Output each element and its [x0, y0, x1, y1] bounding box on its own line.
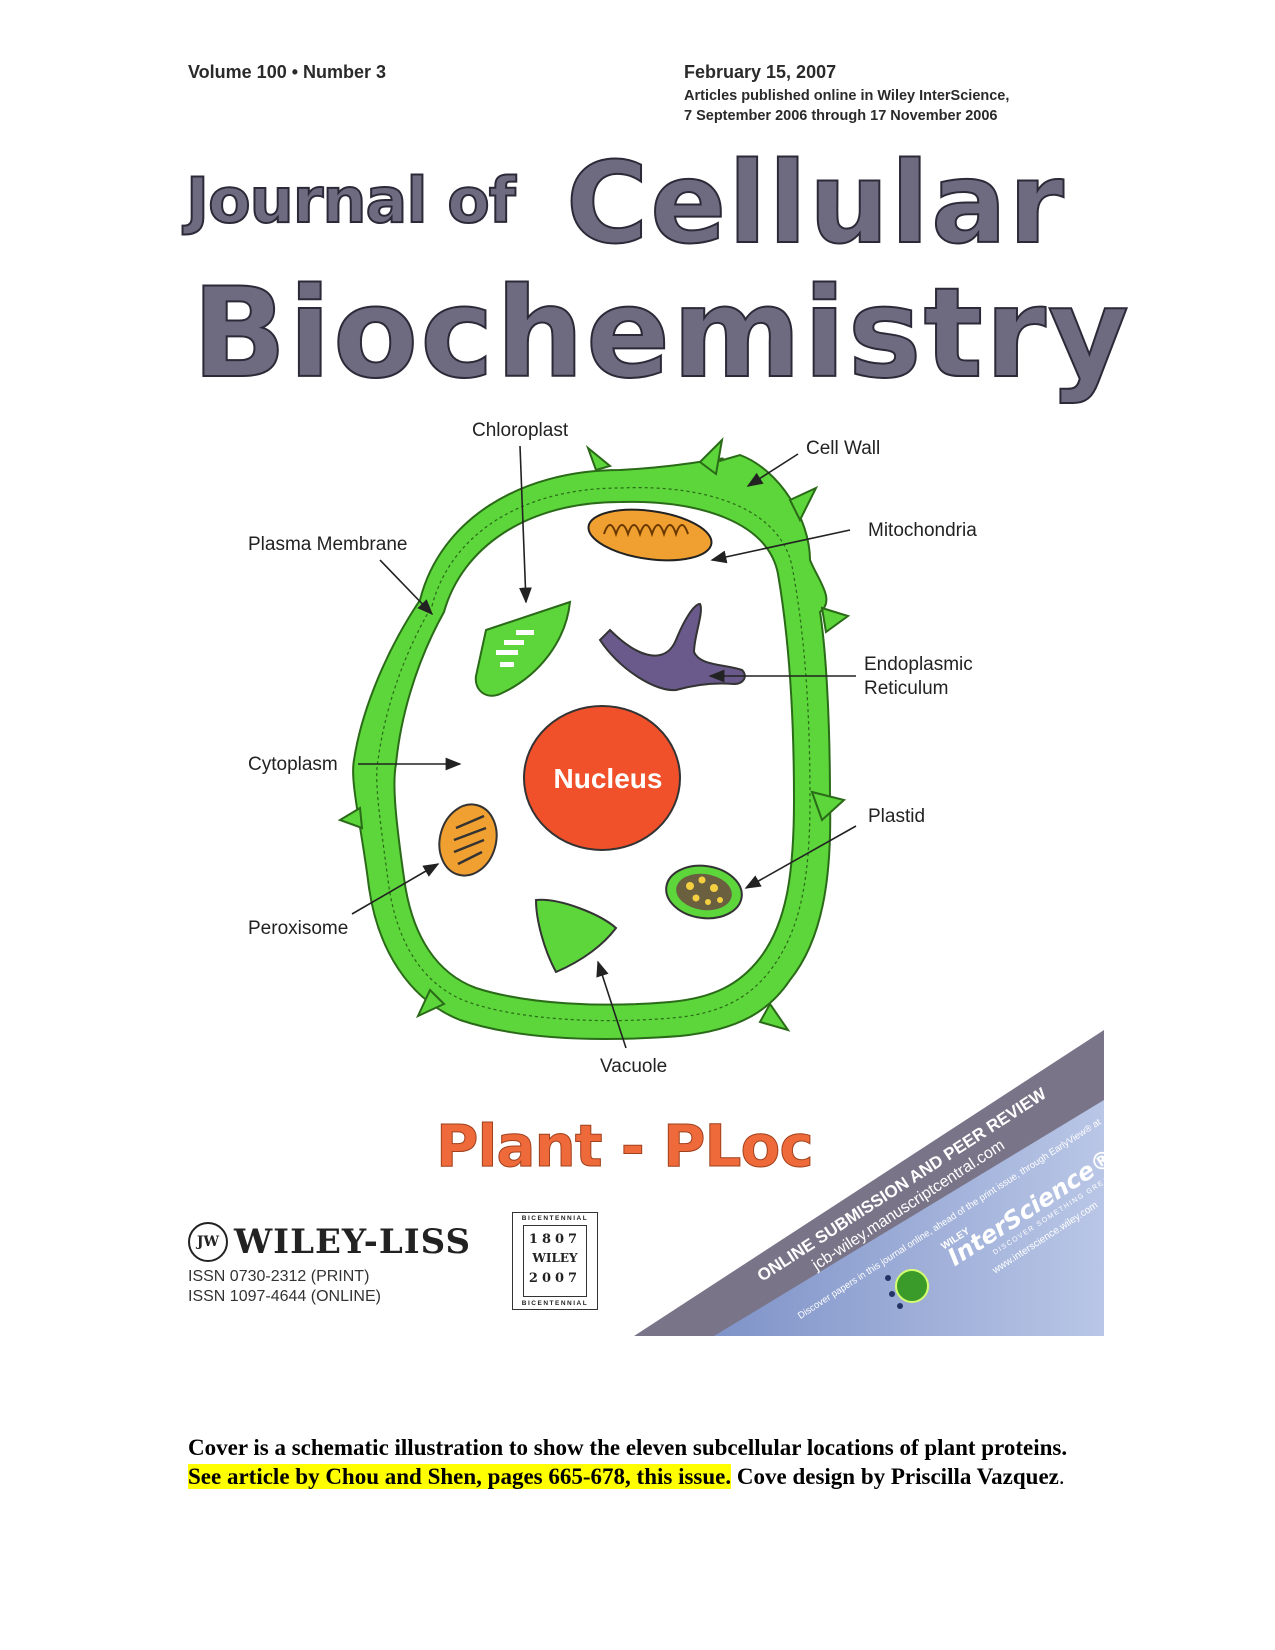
bicentennial-top: BICENTENNIAL [521, 1215, 589, 1222]
caption-period: . [1058, 1463, 1065, 1489]
bicentennial-wiley: WILEY [532, 1251, 578, 1265]
label-plasma-membrane: Plasma Membrane [248, 534, 407, 555]
label-er-line-1: Endoplasmic [864, 654, 973, 675]
mitochondria-shape [587, 508, 713, 562]
online-info-line-2: 7 September 2006 through 17 November 200… [684, 108, 998, 124]
bicentennial-badge: BICENTENNIAL 1807 WILEY 2007 BICENTENNIA… [512, 1212, 598, 1310]
label-vacuole: Vacuole [600, 1056, 667, 1077]
label-er-line-2: Reticulum [864, 678, 948, 699]
feature-title: Plant - PLoc [436, 1112, 815, 1181]
bicentennial-bottom: BICENTENNIAL [521, 1300, 589, 1307]
interscience-globe-icon [885, 1269, 929, 1309]
caption-part-2: Cove design by Priscilla Vazquez [736, 1463, 1059, 1489]
title-biochemistry: Biochemistry [191, 262, 1131, 406]
issue-date: February 15, 2007 [684, 62, 837, 82]
caption-part-1: Cover is a schematic illustration to sho… [188, 1435, 1068, 1460]
issn-print: ISSN 0730-2312 (PRINT) [188, 1268, 370, 1285]
nucleus-shape [523, 705, 681, 851]
label-chloroplast: Chloroplast [472, 420, 569, 441]
peroxisome-shape [438, 803, 498, 877]
caption-highlight: See article by Chou and Shen, pages 665-… [188, 1463, 732, 1489]
volume-number: Volume 100 • Number 3 [188, 62, 387, 82]
chloroplast-shape [474, 600, 572, 697]
title-journal-of: Journal of [185, 164, 517, 237]
title-cellular: Cellular [565, 139, 1066, 269]
vacuole-shape [534, 898, 618, 974]
label-cytoplasm: Cytoplasm [248, 754, 338, 775]
er-shape [598, 602, 746, 692]
bicentennial-year-b: 2007 [528, 1271, 582, 1286]
online-banner[interactable]: ONLINE SUBMISSION AND PEER REVIEW jcb-wi… [634, 1030, 1140, 1385]
label-plastid: Plastid [868, 806, 925, 827]
label-cell-wall: Cell Wall [806, 438, 880, 459]
label-nucleus: Nucleus [554, 763, 663, 794]
issn-online: ISSN 1097-4644 (ONLINE) [188, 1288, 381, 1305]
label-peroxisome: Peroxisome [248, 918, 348, 939]
publisher-name: WILEY-LISS [234, 1222, 472, 1262]
bicentennial-year-a: 1807 [528, 1232, 582, 1247]
wiley-liss-logo: JW WILEY-LISS [188, 1222, 471, 1262]
label-mitochondria: Mitochondria [868, 520, 977, 541]
cover-caption: Cover is a schematic illustration to sho… [188, 1434, 1068, 1492]
online-info-line-1: Articles published online in Wiley Inter… [684, 88, 1010, 104]
wiley-logo-icon: JW [188, 1222, 228, 1262]
